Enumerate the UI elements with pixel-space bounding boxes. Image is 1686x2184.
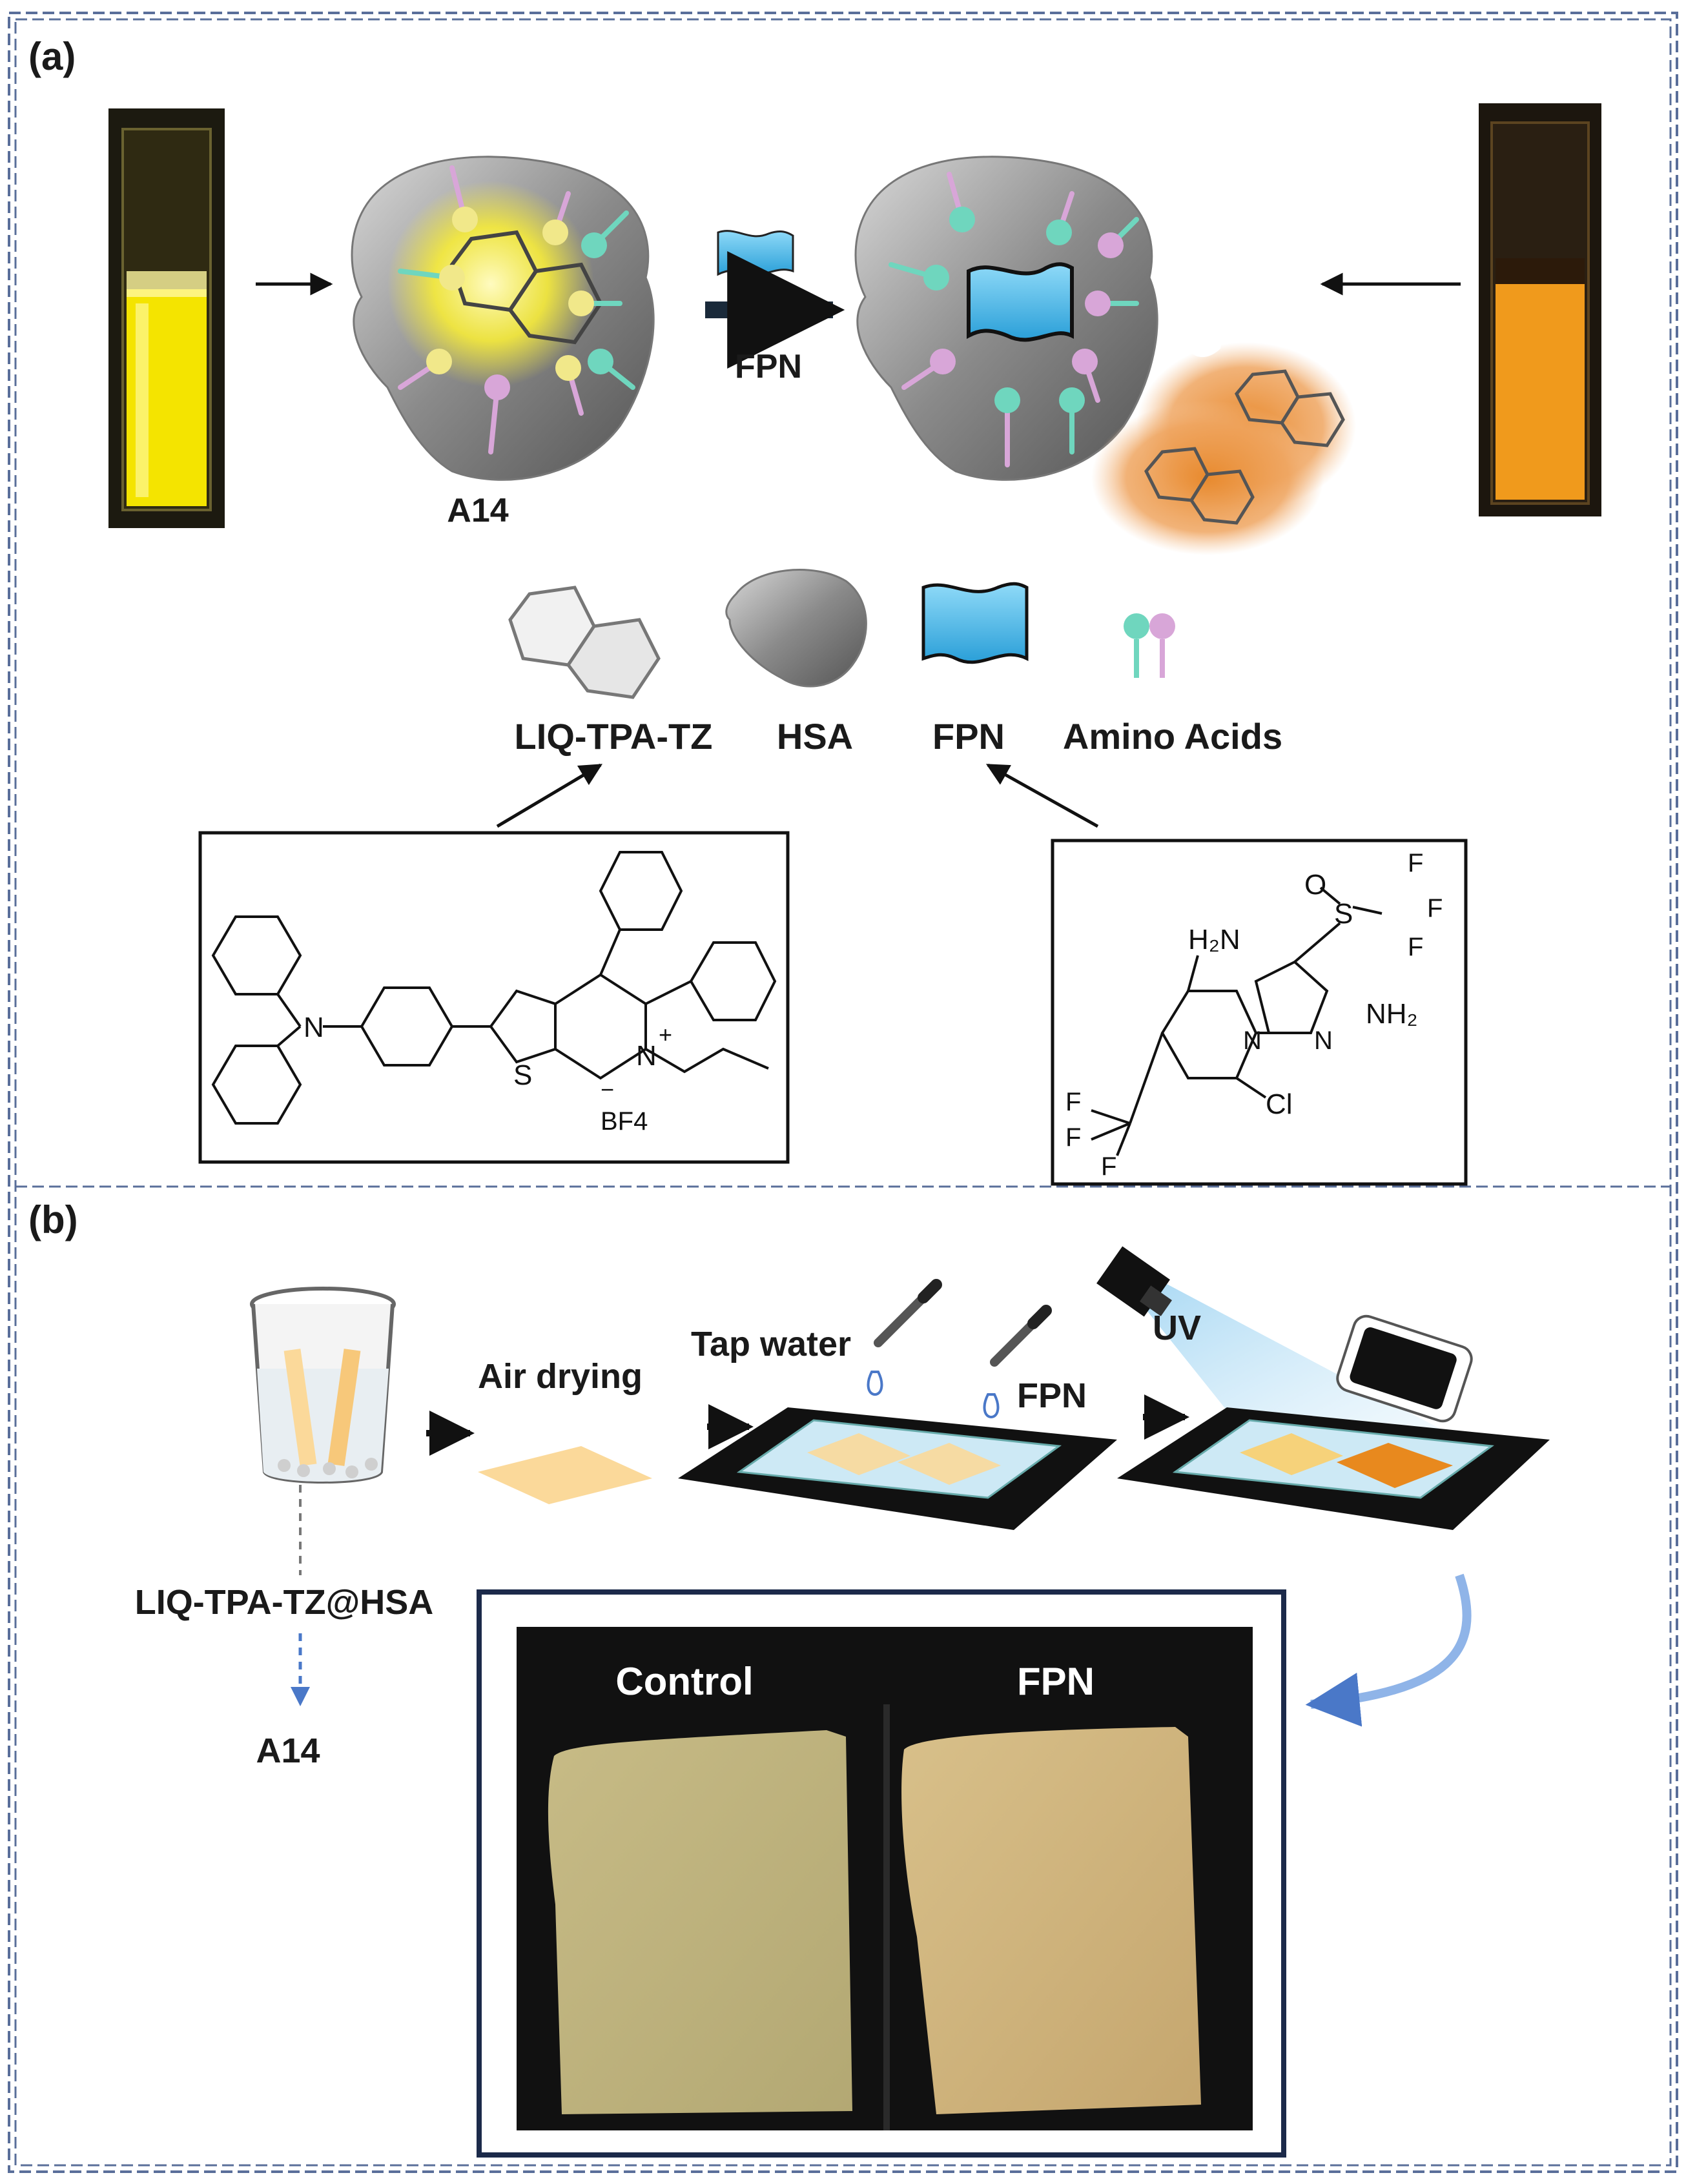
fpn-f2: F	[1427, 894, 1443, 923]
hsa-probe-complex	[351, 156, 655, 481]
panel-a-label: (a)	[28, 35, 76, 78]
fpn-n1: N	[1243, 1026, 1262, 1055]
cuvette-yellow	[108, 108, 225, 528]
fpn-cf3-f2: F	[1065, 1123, 1081, 1152]
platform-2	[1117, 1407, 1550, 1530]
hsa-fpn-complex	[854, 156, 1158, 481]
curved-arrow	[1305, 1573, 1472, 1727]
step-fpn-label: FPN	[1017, 1376, 1087, 1415]
legend-fpn-icon	[921, 582, 1029, 664]
fpn-n2: N	[1314, 1026, 1333, 1055]
fpn-nh2: NH₂	[1366, 998, 1418, 1030]
probe-sulfur: S	[513, 1059, 532, 1091]
paper-fpn	[901, 1727, 1201, 2114]
uv-beam	[1136, 1278, 1485, 1459]
paper-control	[548, 1730, 852, 2114]
legend-hsa-icon	[725, 569, 867, 688]
probe-charge: +	[659, 1021, 672, 1048]
legend-probe-label: LIQ-TPA-TZ	[515, 716, 713, 757]
legend-fpn-label: FPN	[932, 716, 1005, 757]
step-tap-label: Tap water	[691, 1325, 851, 1363]
dropper-tap-icon	[867, 1279, 942, 1396]
probe-minus: −	[601, 1076, 614, 1103]
uv-lamp-icon	[1096, 1246, 1172, 1317]
result-label: A14	[256, 1731, 320, 1770]
fpn-f1: F	[1408, 849, 1423, 877]
arrow-fpn-structure	[985, 763, 1099, 828]
step-dry-label: Air drying	[478, 1357, 643, 1396]
legend-hsa-label: HSA	[777, 716, 853, 757]
probe-structure: N S N + − BF4	[198, 831, 790, 1164]
probe-amine-n: N	[303, 1012, 324, 1043]
fpn-h2n: H₂N	[1188, 924, 1240, 955]
fpn-f3: F	[1408, 933, 1423, 961]
fpn-o: O	[1304, 869, 1326, 901]
photo-frame	[477, 1589, 1286, 2158]
outer-frame	[8, 12, 1678, 2173]
photo-control-label: Control	[615, 1660, 753, 1703]
outer-frame-inner	[14, 18, 1672, 2167]
beaker	[250, 1287, 396, 1484]
arrow-probe-structure	[496, 763, 603, 828]
arrow-fpn-label: FPN	[735, 348, 802, 385]
released-probes	[1091, 324, 1356, 555]
fpn-s: S	[1334, 898, 1353, 930]
legend-probe-icon	[508, 586, 661, 699]
step-uv-label: UV	[1153, 1309, 1201, 1347]
photo-fpn-label: FPN	[1017, 1660, 1095, 1703]
complex-label: A14	[447, 492, 508, 529]
fpn-structure: H₂N NH₂ O S F F F Cl Cl N N F F F	[1051, 839, 1468, 1186]
legend-amino-label: Amino Acids	[1063, 716, 1282, 757]
dropper-fpn-icon	[983, 1305, 1052, 1419]
fpn-cf3-f1: F	[1065, 1088, 1081, 1116]
legend-amino-icon	[1124, 613, 1175, 678]
dried-strip	[478, 1446, 652, 1504]
platform-1	[678, 1407, 1117, 1530]
probe-counter-ion: BF4	[601, 1107, 648, 1136]
fpn-cl2: Cl	[1266, 1088, 1293, 1120]
solution-label: LIQ-TPA-TZ@HSA	[135, 1583, 434, 1622]
fpn-cf3-f3: F	[1101, 1152, 1116, 1181]
probe-nitrogen: N	[636, 1040, 657, 1072]
smartphone-icon	[1336, 1314, 1473, 1423]
fpn-icon-small	[717, 230, 794, 276]
panel-b-label: (b)	[28, 1198, 78, 1241]
cuvette-orange	[1479, 103, 1601, 516]
